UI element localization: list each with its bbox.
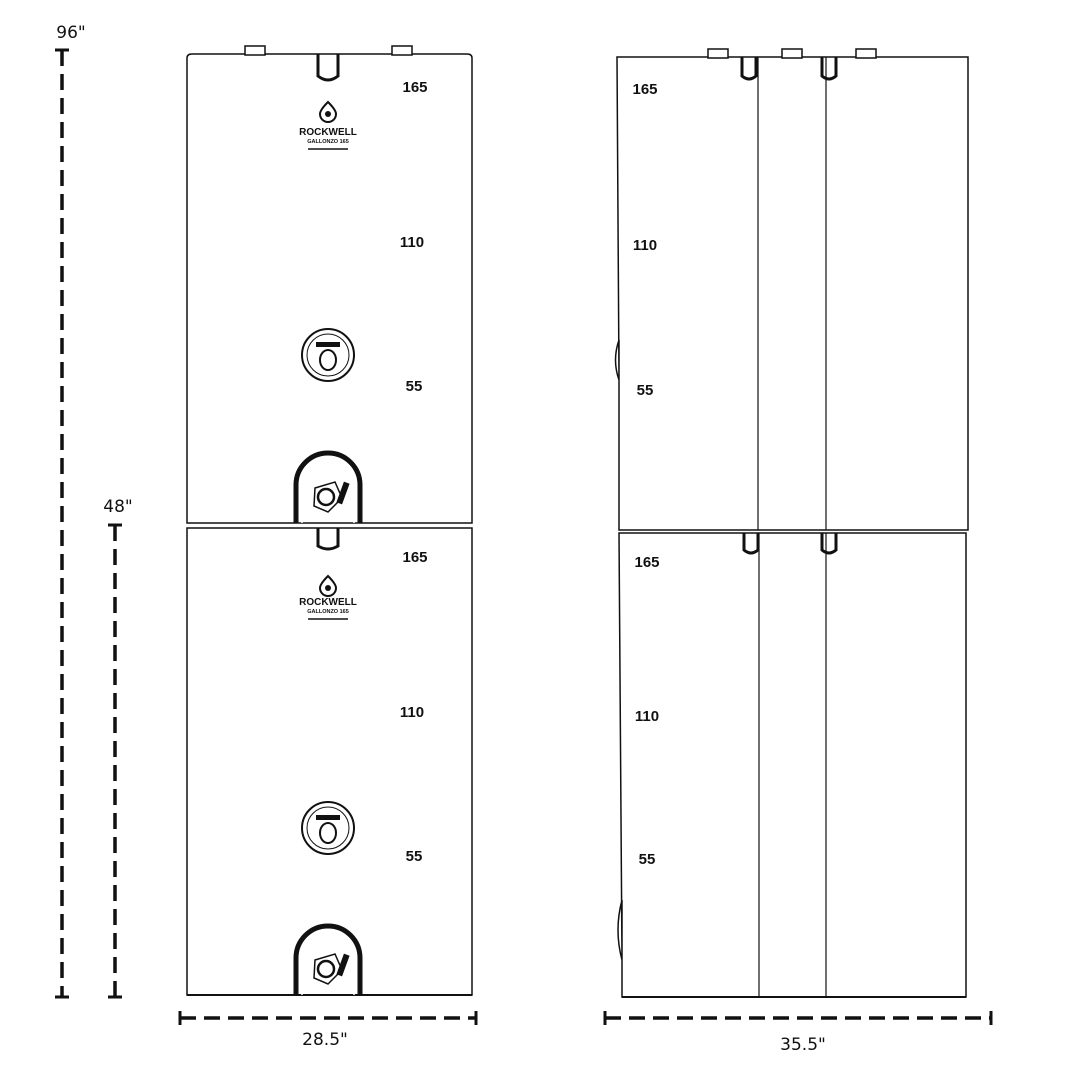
side-top-tank: 165 110 55 bbox=[614, 48, 969, 531]
fill-mark-110: 110 bbox=[400, 704, 424, 721]
stack-notch-icon bbox=[740, 57, 758, 81]
fill-mark-55: 55 bbox=[406, 378, 423, 395]
height-48-dimension: 48" bbox=[103, 497, 133, 999]
depth-35-5-dimension: 35.5" bbox=[603, 1011, 993, 1055]
front-view: ROCKWELL GALLONZO 165 165 110 55 bbox=[186, 45, 473, 996]
fill-mark-110: 110 bbox=[400, 234, 424, 251]
stack-notch-icon bbox=[820, 533, 838, 555]
fill-mark-165: 165 bbox=[634, 554, 659, 571]
fill-cap-icon bbox=[301, 801, 355, 855]
side-bottom-tank: 165 110 55 bbox=[617, 532, 967, 998]
handle-icon bbox=[855, 48, 877, 59]
fill-mark-110: 110 bbox=[633, 237, 657, 254]
fill-mark-55: 55 bbox=[639, 851, 656, 868]
svg-text:GALLONZO 165: GALLONZO 165 bbox=[307, 139, 349, 145]
spigot-guard-icon bbox=[293, 450, 363, 523]
handle-icon bbox=[781, 48, 803, 59]
fill-mark-165: 165 bbox=[402, 549, 427, 566]
rockwell-logo: ROCKWELL GALLONZO 165 bbox=[299, 100, 357, 150]
spigot-guard-icon bbox=[293, 923, 363, 995]
height-48-label: 48" bbox=[103, 497, 132, 517]
handle-icon bbox=[391, 45, 413, 56]
front-top-tank: ROCKWELL GALLONZO 165 165 110 55 bbox=[186, 45, 473, 524]
fill-mark-110: 110 bbox=[635, 708, 659, 725]
fill-cap-icon bbox=[301, 328, 355, 382]
stack-notch-icon bbox=[316, 528, 340, 551]
stack-notch-icon bbox=[820, 57, 838, 81]
fill-mark-55: 55 bbox=[637, 382, 654, 399]
svg-text:ROCKWELL: ROCKWELL bbox=[299, 127, 357, 138]
stack-notch-icon bbox=[316, 54, 340, 82]
height-96-dimension: 96" bbox=[55, 23, 86, 999]
svg-text:GALLONZO 165: GALLONZO 165 bbox=[307, 609, 349, 615]
width-28-5-label: 28.5" bbox=[302, 1030, 348, 1050]
fill-mark-165: 165 bbox=[402, 79, 427, 96]
fill-mark-55: 55 bbox=[406, 848, 423, 865]
height-96-label: 96" bbox=[56, 23, 85, 43]
rockwell-logo: ROCKWELL GALLONZO 165 bbox=[299, 574, 357, 620]
front-bottom-tank: ROCKWELL GALLONZO 165 165 110 55 bbox=[186, 527, 473, 996]
depth-35-5-label: 35.5" bbox=[780, 1035, 826, 1055]
side-view: 165 110 55 165 110 55 bbox=[614, 48, 969, 998]
handle-icon bbox=[244, 45, 266, 56]
fill-mark-165: 165 bbox=[632, 81, 657, 98]
width-28-5-dimension: 28.5" bbox=[178, 1011, 478, 1050]
stack-notch-icon bbox=[742, 533, 760, 555]
svg-text:ROCKWELL: ROCKWELL bbox=[299, 597, 357, 608]
handle-icon bbox=[707, 48, 729, 59]
